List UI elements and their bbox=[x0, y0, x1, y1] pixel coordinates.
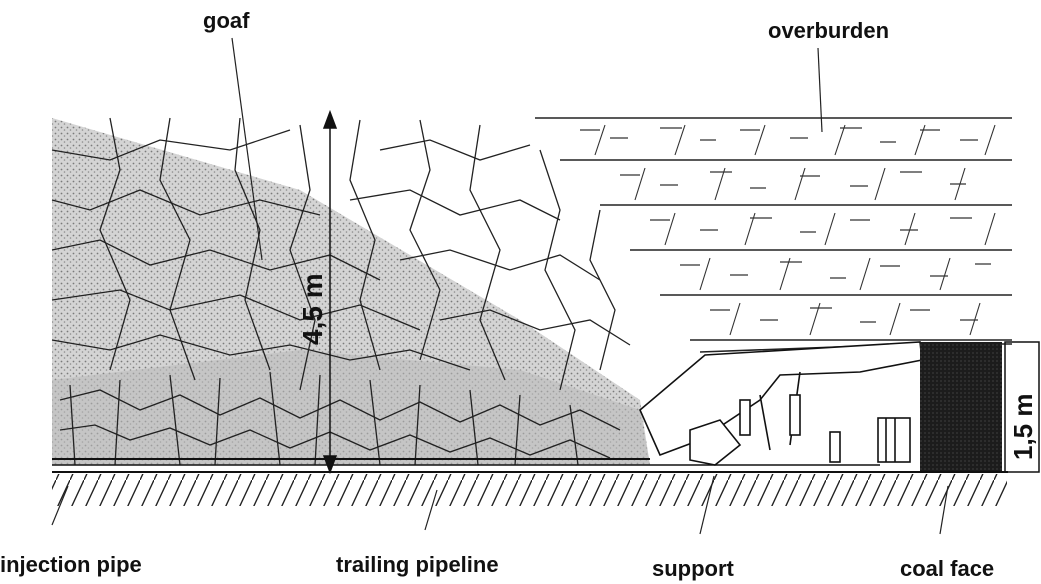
injection-pipe-label: injection pipe bbox=[0, 552, 142, 577]
coal-face-label: coal face bbox=[900, 556, 994, 581]
overburden-label: overburden bbox=[768, 18, 889, 43]
overburden-slants bbox=[595, 125, 995, 335]
floor-hatch bbox=[52, 474, 1007, 506]
overburden-dashes bbox=[580, 128, 991, 322]
goaf-label: goaf bbox=[203, 8, 250, 33]
coal-face-block bbox=[920, 342, 1002, 472]
seam-height-label: 1,5 m bbox=[1008, 394, 1038, 461]
trailing-pipeline-label: trailing pipeline bbox=[336, 552, 499, 577]
support-label: support bbox=[652, 556, 735, 581]
support-shield bbox=[640, 342, 922, 465]
goaf-height-label: 4,5 m bbox=[297, 273, 328, 345]
overburden-strata bbox=[535, 118, 1012, 340]
